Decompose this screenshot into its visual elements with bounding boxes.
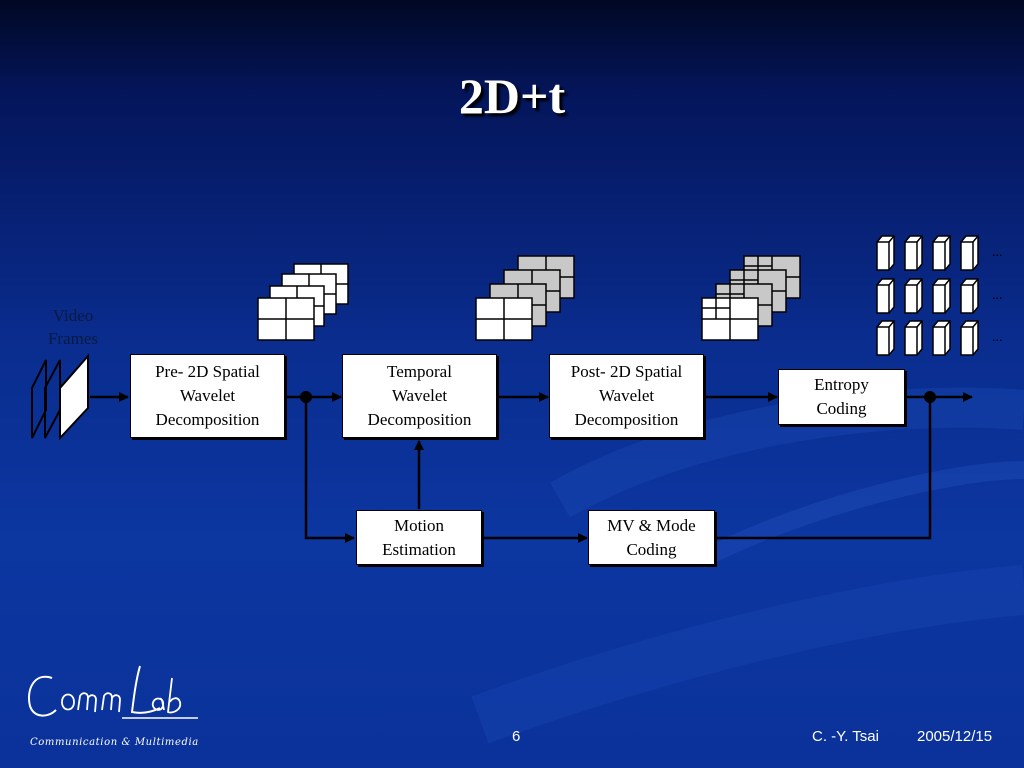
date-label: 2005/12/15 bbox=[917, 728, 993, 745]
ellipsis-text: ... bbox=[992, 288, 1003, 303]
temporal-subband-stack-icon bbox=[475, 255, 575, 341]
post-spatial-block: Post- 2D Spatial Wavelet Decomposition bbox=[549, 354, 704, 438]
entropy-coding-block: Entropy Coding bbox=[778, 369, 905, 425]
author-label: C. -Y. Tsai bbox=[812, 728, 879, 745]
mv-mode-coding-block: MV & Mode Coding bbox=[588, 510, 715, 565]
commlab-logo bbox=[28, 665, 198, 719]
junction-dot bbox=[924, 391, 936, 403]
slide-title: 2D+t bbox=[458, 68, 566, 124]
pre-spatial-block: Pre- 2D Spatial Wavelet Decomposition bbox=[130, 354, 285, 438]
junction-dot bbox=[300, 391, 312, 403]
temporal-block: Temporal Wavelet Decomposition bbox=[342, 354, 497, 438]
video-frames-label: Video Frames bbox=[47, 306, 99, 348]
page-number: 6 bbox=[512, 728, 521, 745]
ellipsis-text: ... bbox=[992, 330, 1003, 345]
video-frames-icon bbox=[31, 353, 89, 441]
logo-subtitle: Communication & Multimedia bbox=[30, 737, 199, 748]
connectors bbox=[90, 392, 973, 543]
ellipsis-text: ... bbox=[992, 245, 1003, 260]
frame-stack-icon bbox=[257, 263, 349, 341]
spatial-subband-stack-icon bbox=[701, 255, 801, 341]
motion-estimation-block: Motion Estimation bbox=[356, 510, 482, 565]
bitstream-packets-icon bbox=[876, 235, 979, 356]
